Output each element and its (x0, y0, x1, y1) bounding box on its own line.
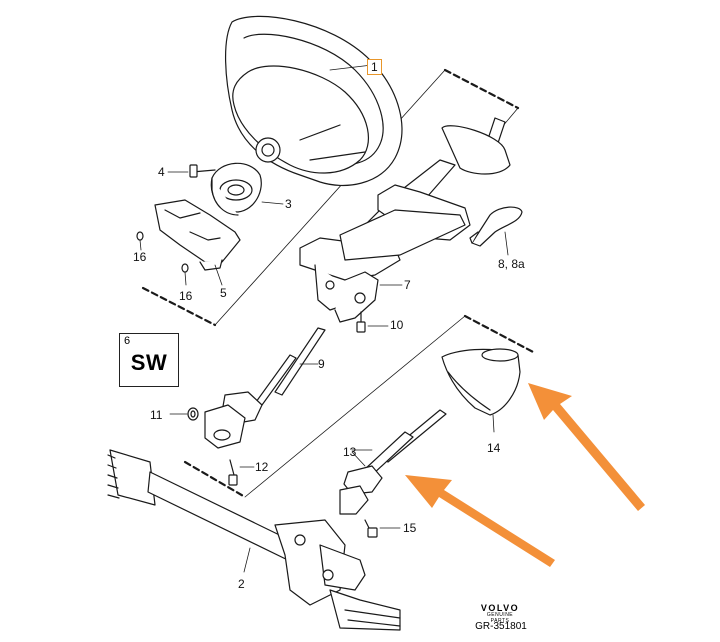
switch-module (154, 199, 241, 271)
intermediate-shaft (204, 327, 326, 449)
callout-2: 2 (238, 577, 245, 591)
callout-10: 10 (390, 318, 404, 332)
diagram-reference: GR-351801 (475, 621, 527, 632)
lower-group-outline (183, 314, 537, 499)
callout-9: 9 (318, 357, 325, 371)
callout-14: 14 (487, 441, 501, 455)
arrow-pointing-boot (528, 383, 645, 511)
screw-4 (189, 164, 216, 178)
lower-shaft (339, 409, 447, 515)
steering-wheel (225, 15, 403, 187)
volvo-tagline: GENUINE PARTS (486, 612, 514, 624)
callout-13: 13 (343, 445, 357, 459)
nut-11 (187, 407, 199, 421)
clock-spring (210, 162, 262, 216)
callout-8-8a: 8, 8a (498, 257, 525, 271)
callout-12: 12 (255, 460, 269, 474)
callout-11: 11 (150, 408, 163, 422)
arrow-pointing-lower-shaft (405, 475, 555, 567)
bolt-15 (364, 519, 378, 538)
sw-callout-number: 6 (124, 335, 131, 347)
clip-16b (181, 263, 189, 273)
boot-seal (441, 348, 521, 416)
steering-rack (107, 449, 401, 631)
clip-16a (136, 231, 144, 241)
callout-3: 3 (285, 197, 292, 211)
callout-7: 7 (404, 278, 411, 292)
volvo-logo: VOLVO (480, 603, 520, 613)
callout-5: 5 (220, 286, 227, 300)
sw-text: SW (130, 350, 168, 375)
callout-16a: 16 (133, 250, 147, 264)
adjustment-lever (469, 206, 523, 247)
callout-1: 1 (367, 59, 382, 75)
steering-column (299, 117, 511, 323)
callout-16b: 16 (179, 289, 193, 303)
bolt-12 (228, 459, 238, 486)
sw-symbol-box: 6 SW (119, 333, 179, 387)
upper-group-outline (141, 68, 520, 327)
callout-4: 4 (158, 165, 165, 179)
bolt-10 (356, 311, 366, 333)
callout-15: 15 (403, 521, 417, 535)
